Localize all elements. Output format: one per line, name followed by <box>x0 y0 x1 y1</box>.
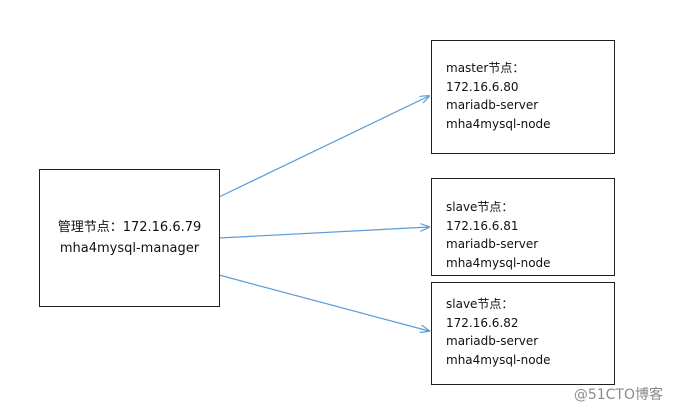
slave-node-box-1: slave节点： 172.16.6.81 mariadb-server mha4… <box>431 178 615 276</box>
node-server-label: mariadb-server <box>446 237 539 251</box>
node-ip-label: 172.16.6.80 <box>446 79 519 94</box>
node-role-label: slave节点： <box>446 297 514 311</box>
node-server-label: mariadb-server <box>446 334 539 348</box>
node-ip-label: 172.16.6.81 <box>446 218 519 233</box>
node-agent-label: mha4mysql-node <box>446 255 551 270</box>
node-agent-label: mha4mysql-node <box>446 116 551 131</box>
node-role-label: slave节点： <box>446 200 514 214</box>
manager-role-label: 管理节点：172.16.6.79 <box>57 220 202 235</box>
node-role-label: master节点： <box>446 61 525 75</box>
node-agent-label: mha4mysql-node <box>446 352 551 367</box>
watermark-text: @51CTO博客 <box>573 387 663 403</box>
manager-software-label: mha4mysql-manager <box>59 241 200 256</box>
arrow-to-slave-2 <box>218 274 429 331</box>
manager-node-box: 管理节点：172.16.6.79 mha4mysql-manager <box>39 169 220 307</box>
master-node-box: master节点： 172.16.6.80 mariadb-server mha… <box>431 40 615 154</box>
arrow-to-master <box>218 96 429 198</box>
node-server-label: mariadb-server <box>446 98 539 112</box>
node-ip-label: 172.16.6.82 <box>446 315 519 330</box>
arrow-to-slave-1 <box>218 227 429 239</box>
slave-node-box-2: slave节点： 172.16.6.82 mariadb-server mha4… <box>431 282 615 385</box>
